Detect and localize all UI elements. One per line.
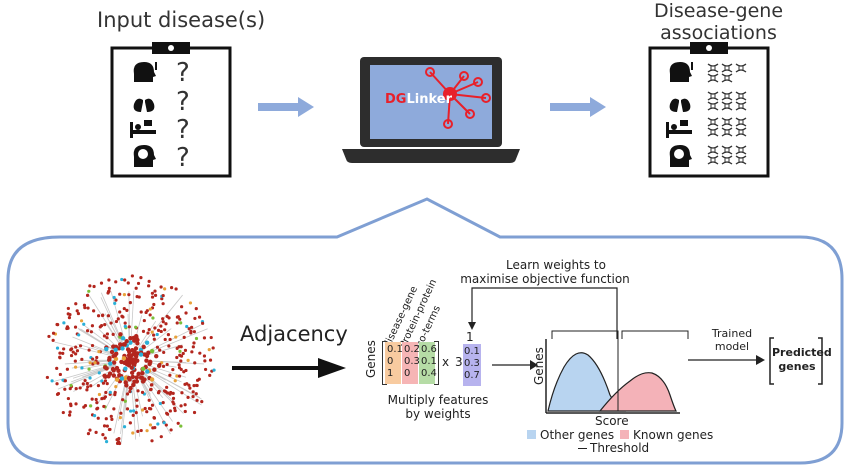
- trained-model-line1: Trained: [711, 327, 753, 340]
- output-clipboard-icon: [648, 42, 770, 178]
- legend-other-label: Other genes: [540, 428, 615, 442]
- legend-threshold: Threshold: [578, 441, 649, 455]
- arrow-right-icon: [550, 97, 606, 117]
- brain-head-icon: [130, 143, 158, 173]
- arrow-to-plot-icon: [492, 360, 538, 370]
- matrix-cell: 0.6: [421, 344, 437, 355]
- legend-threshold-label: Threshold: [590, 441, 650, 455]
- legend-threshold-line: [578, 448, 587, 449]
- matrix-cell: 0.1: [387, 344, 403, 355]
- multiply-sign: x: [442, 355, 450, 369]
- multiply-features-line1: Multiply features: [387, 393, 489, 407]
- feedback-arrow-icon: [468, 287, 618, 339]
- plot-ylabel: Genes: [532, 347, 546, 385]
- known-genes-density: [598, 372, 677, 412]
- input-diseases-title: Input disease(s): [97, 8, 266, 32]
- matrix-genes-label: Genes: [364, 340, 378, 378]
- question-mark-4: ?: [176, 143, 190, 173]
- adjacency-label: Adjacency: [240, 322, 348, 346]
- matrix-cell: 0.3: [404, 356, 420, 367]
- learn-weights-line2: maximise objective function: [460, 272, 630, 286]
- weights-dimension-rows: 3: [455, 355, 463, 369]
- matrix-left-bracket: [382, 341, 387, 385]
- predicted-genes-line2: genes: [778, 360, 816, 373]
- output-title-line1: Disease-gene: [653, 0, 784, 22]
- hospital-bed-icon: [128, 118, 158, 144]
- matrix-cell: 0.2: [404, 344, 420, 355]
- head-thermometer-icon: [666, 60, 694, 88]
- matrix-cell: 0.4: [421, 368, 437, 379]
- question-mark-2: ?: [176, 87, 190, 117]
- legend-known-genes: Known genes: [620, 428, 713, 442]
- hospital-bed-icon: [664, 118, 694, 144]
- logo-linker-text: Linker: [406, 92, 452, 107]
- weight-value: 0.1: [464, 346, 480, 357]
- matrix-column-disease-gene: [385, 342, 401, 384]
- question-mark-1: ?: [176, 58, 190, 88]
- arrow-to-predicted-icon: [688, 355, 765, 365]
- predicted-genes-bracket: [769, 337, 823, 385]
- dglinker-logo: DGLinker: [385, 92, 452, 107]
- legend-swatch-blue: [527, 430, 536, 439]
- matrix-column-protein-protein: [402, 342, 418, 384]
- weights-dimension-cols: 1: [466, 330, 474, 344]
- predicted-genes-line1: Predicted: [772, 346, 832, 359]
- brain-head-icon: [666, 143, 694, 173]
- question-mark-3: ?: [176, 115, 190, 145]
- legend-known-label: Known genes: [633, 428, 714, 442]
- laptop-icon: [342, 57, 520, 163]
- trained-model-line2: model: [714, 340, 750, 353]
- learn-weights-line1: Learn weights to: [506, 258, 606, 272]
- weight-value: 0.7: [464, 370, 480, 381]
- matrix-cell: 1: [387, 368, 394, 379]
- lungs-icon: [667, 90, 693, 118]
- score-distribution-plot: [545, 330, 689, 414]
- output-title-line2: associations: [660, 22, 777, 44]
- network-graph-image: [45, 274, 216, 446]
- dna-icon: [707, 63, 747, 165]
- matrix-right-bracket: [434, 341, 439, 385]
- multiply-features-line2: by weights: [405, 407, 471, 421]
- logo-dg-text: DG: [385, 92, 407, 107]
- legend-swatch-pink: [620, 430, 629, 439]
- input-clipboard-icon: [110, 42, 232, 178]
- network-logo-icon: [425, 67, 491, 129]
- matrix-column-go-terms: [419, 342, 435, 384]
- lungs-icon: [131, 90, 157, 118]
- weights-vector: 0.1 0.3 0.7: [463, 344, 481, 386]
- matrix-cell: 0: [404, 368, 411, 379]
- weight-value: 0.3: [464, 358, 480, 369]
- adjacency-arrow-icon: [232, 358, 346, 378]
- matrix-cell: 0.1: [421, 356, 437, 367]
- arrow-right-icon: [258, 97, 314, 117]
- head-thermometer-icon: [130, 60, 158, 88]
- plot-xlabel: Score: [595, 414, 629, 428]
- legend-other-genes: Other genes: [527, 428, 614, 442]
- feature-matrix: 0.1 0 1 0.2 0.3 0 0.6 0.1 0.4: [382, 341, 439, 385]
- matrix-cell: 0: [387, 356, 394, 367]
